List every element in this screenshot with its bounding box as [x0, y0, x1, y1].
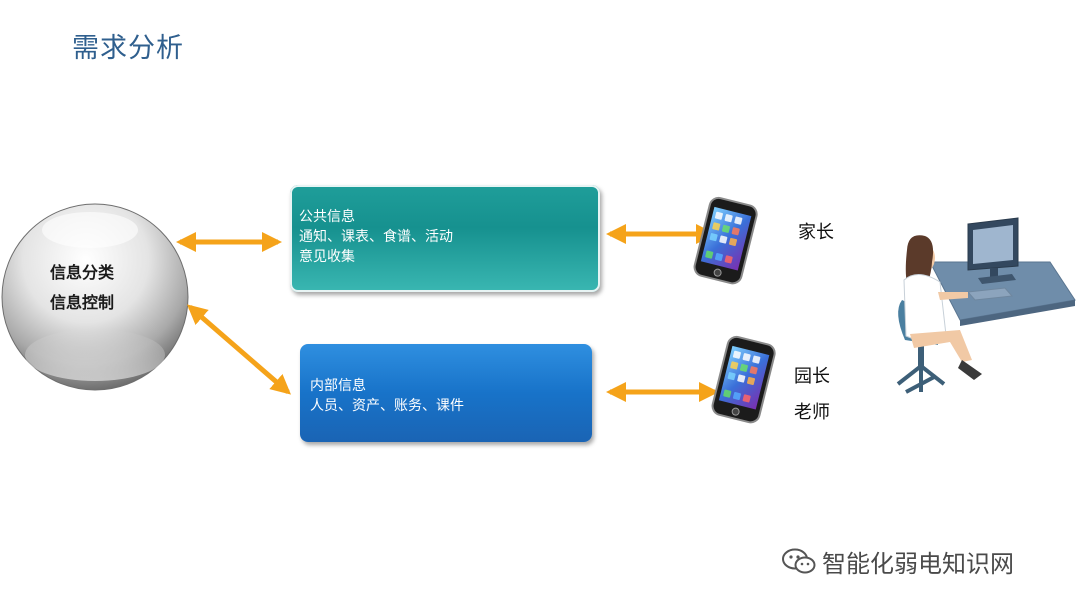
watermark: 智能化弱电知识网 [782, 544, 1014, 579]
sphere-line-control: 信息控制 [50, 293, 115, 312]
internal-info-heading: 内部信息 [310, 378, 366, 394]
public-info-feedback: 意见收集 [299, 249, 355, 265]
wechat-icon [782, 548, 816, 573]
watermark-text: 智能化弱电知识网 [822, 550, 1014, 578]
sphere-label: 信息分类 信息控制 [22, 258, 162, 318]
smartphone-icon [693, 196, 758, 285]
role-principal: 园长 [794, 366, 830, 387]
public-info-items: 通知、课表、食谱、活动 [299, 229, 453, 245]
role-parent: 家长 [798, 222, 834, 243]
public-info-heading: 公共信息 [299, 209, 355, 225]
internal-info-box: 内部信息 人员、资产、账务、课件 [300, 344, 592, 442]
sphere-line-classification: 信息分类 [50, 263, 115, 282]
public-info-box: 公共信息 通知、课表、食谱、活动 意见收集 [290, 185, 600, 292]
office-worker-illustration [896, 217, 1076, 394]
classification-sphere [1, 203, 189, 391]
role-teacher: 老师 [794, 402, 830, 423]
internal-info-items: 人员、资产、账务、课件 [310, 398, 464, 414]
arrow-sphere-internal [186, 304, 292, 395]
smartphone-icon [711, 335, 776, 424]
slide-title: 需求分析 [72, 33, 184, 64]
